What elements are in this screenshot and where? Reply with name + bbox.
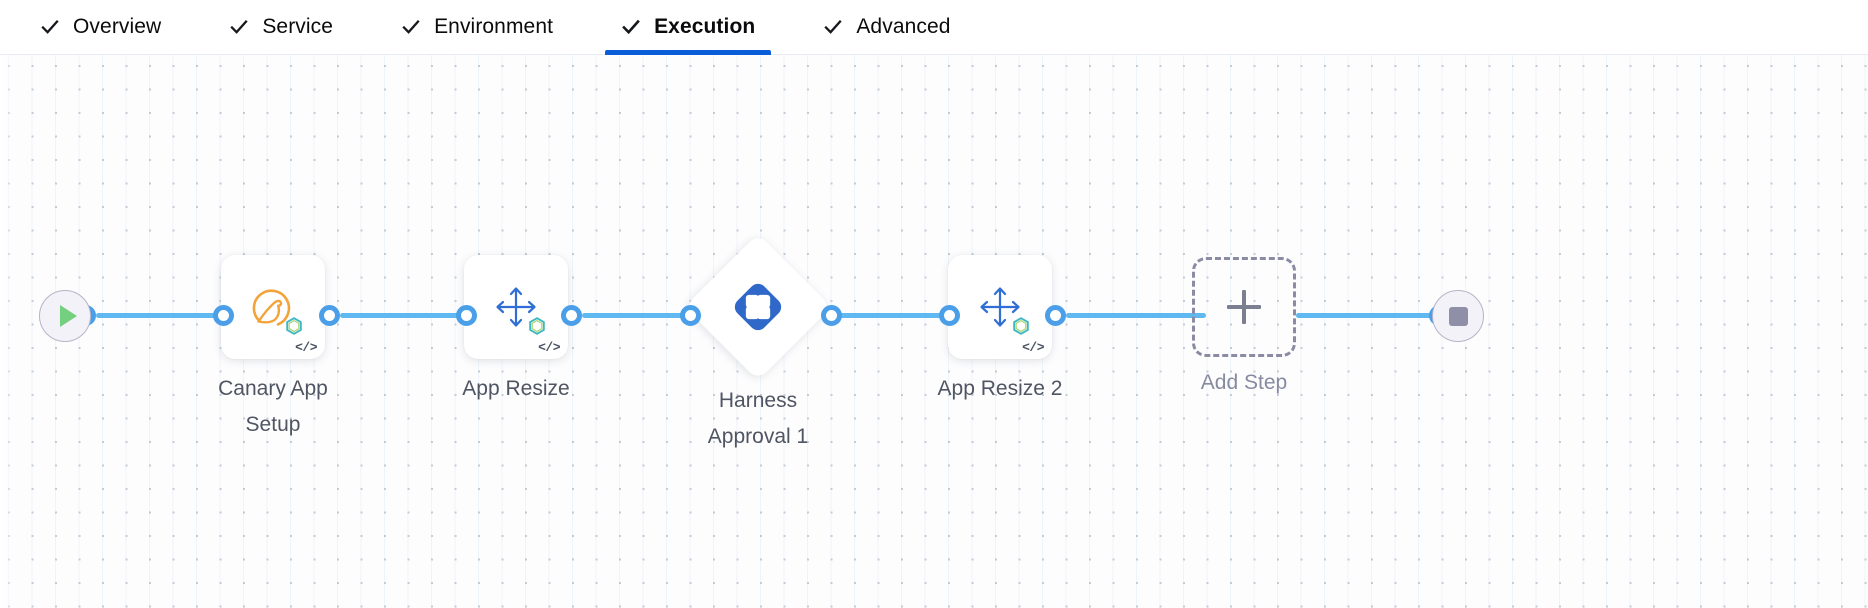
port-resize-in[interactable]: [456, 305, 477, 326]
hexagon-badge-icon: [527, 316, 547, 336]
tab-service[interactable]: Service: [225, 0, 337, 55]
pipeline-flow: </> Canary App Setup: [0, 55, 1868, 608]
step-label: App Resize: [462, 377, 570, 400]
plus-icon: [1227, 290, 1261, 324]
stop-icon: [1448, 306, 1468, 326]
port-canary-in[interactable]: [213, 305, 234, 326]
port-canary-out[interactable]: [319, 305, 340, 326]
add-step-node: Add Step: [1192, 257, 1344, 395]
pipeline-end-node[interactable]: [1432, 290, 1484, 342]
step-card[interactable]: </>: [948, 255, 1052, 359]
port-resize2-out[interactable]: [1045, 305, 1066, 326]
port-resize2-in[interactable]: [939, 305, 960, 326]
tab-label: Service: [262, 15, 334, 38]
add-step-button[interactable]: [1192, 257, 1296, 357]
pipeline-canvas[interactable]: </> Canary App Setup: [0, 55, 1868, 608]
step-label: App Resize 2: [937, 377, 1063, 400]
port-approval-out[interactable]: [821, 305, 842, 326]
check-icon: [823, 17, 843, 37]
tab-environment[interactable]: Environment: [397, 0, 557, 55]
tab-label: Advanced: [856, 15, 951, 38]
code-badge: </>: [538, 340, 560, 355]
hexagon-badge-icon: [284, 316, 304, 336]
harness-logo-icon: [732, 281, 784, 333]
tab-execution[interactable]: Execution: [605, 0, 772, 55]
tanzu-app-service-icon: [245, 279, 304, 336]
tab-overview[interactable]: Overview: [36, 0, 165, 55]
approval-diamond[interactable]: [684, 233, 832, 381]
step-label: Canary App Setup: [218, 377, 328, 436]
tab-label: Execution: [654, 15, 756, 38]
step-card[interactable]: </>: [464, 255, 568, 359]
step-card[interactable]: </>: [221, 255, 325, 359]
port-approval-in[interactable]: [680, 305, 701, 326]
pipeline-start-node[interactable]: [39, 290, 91, 342]
check-icon: [621, 17, 641, 37]
code-badge: </>: [1022, 340, 1044, 355]
play-icon: [59, 305, 77, 327]
tab-advanced[interactable]: Advanced: [819, 0, 954, 55]
step-label: Harness Approval 1: [707, 389, 809, 448]
edge-resize2-to-addstep: [1066, 313, 1206, 318]
check-icon: [401, 17, 421, 37]
edge-resize-to-approval: [582, 313, 707, 318]
port-resize-out[interactable]: [561, 305, 582, 326]
step-harness-approval-1: Harness Approval 1: [684, 233, 858, 455]
check-icon: [229, 17, 249, 37]
edge-approval-to-resize2: [840, 313, 965, 318]
check-icon: [40, 17, 60, 37]
tab-label: Overview: [73, 15, 162, 38]
edge-canary-to-resize: [340, 313, 488, 318]
app-resize-icon: [972, 279, 1031, 336]
pipeline-stage-tabs: Overview Service Environment Execution A…: [0, 0, 1868, 55]
edge-start-to-canary: [96, 313, 246, 318]
add-step-label: Add Step: [1200, 371, 1288, 394]
app-resize-icon: [488, 279, 547, 336]
tab-label: Environment: [434, 15, 554, 38]
code-badge: </>: [295, 340, 317, 355]
hexagon-badge-icon: [1011, 316, 1031, 336]
edge-addstep-to-end: [1296, 313, 1456, 318]
